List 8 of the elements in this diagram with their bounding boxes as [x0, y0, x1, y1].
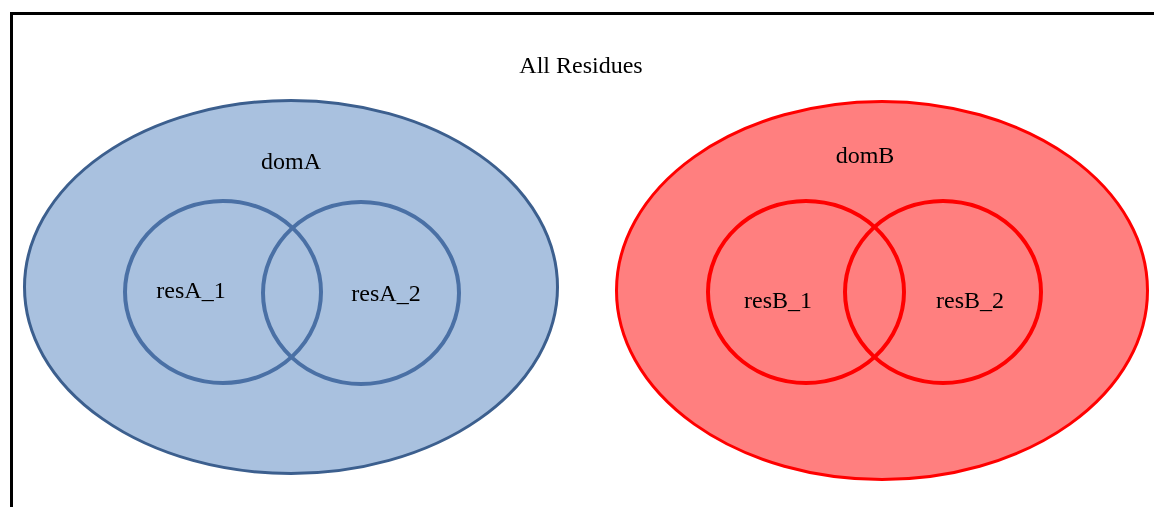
set-label: resA_1	[156, 276, 226, 304]
set-label: resA_2	[351, 279, 421, 307]
set-label: domA	[261, 147, 321, 175]
set-label: resB_1	[744, 286, 812, 314]
boundary-frame	[10, 12, 1154, 507]
set-label: resB_2	[936, 286, 1004, 314]
frame-title: All Residues	[519, 51, 643, 79]
set-label: domB	[835, 141, 895, 169]
